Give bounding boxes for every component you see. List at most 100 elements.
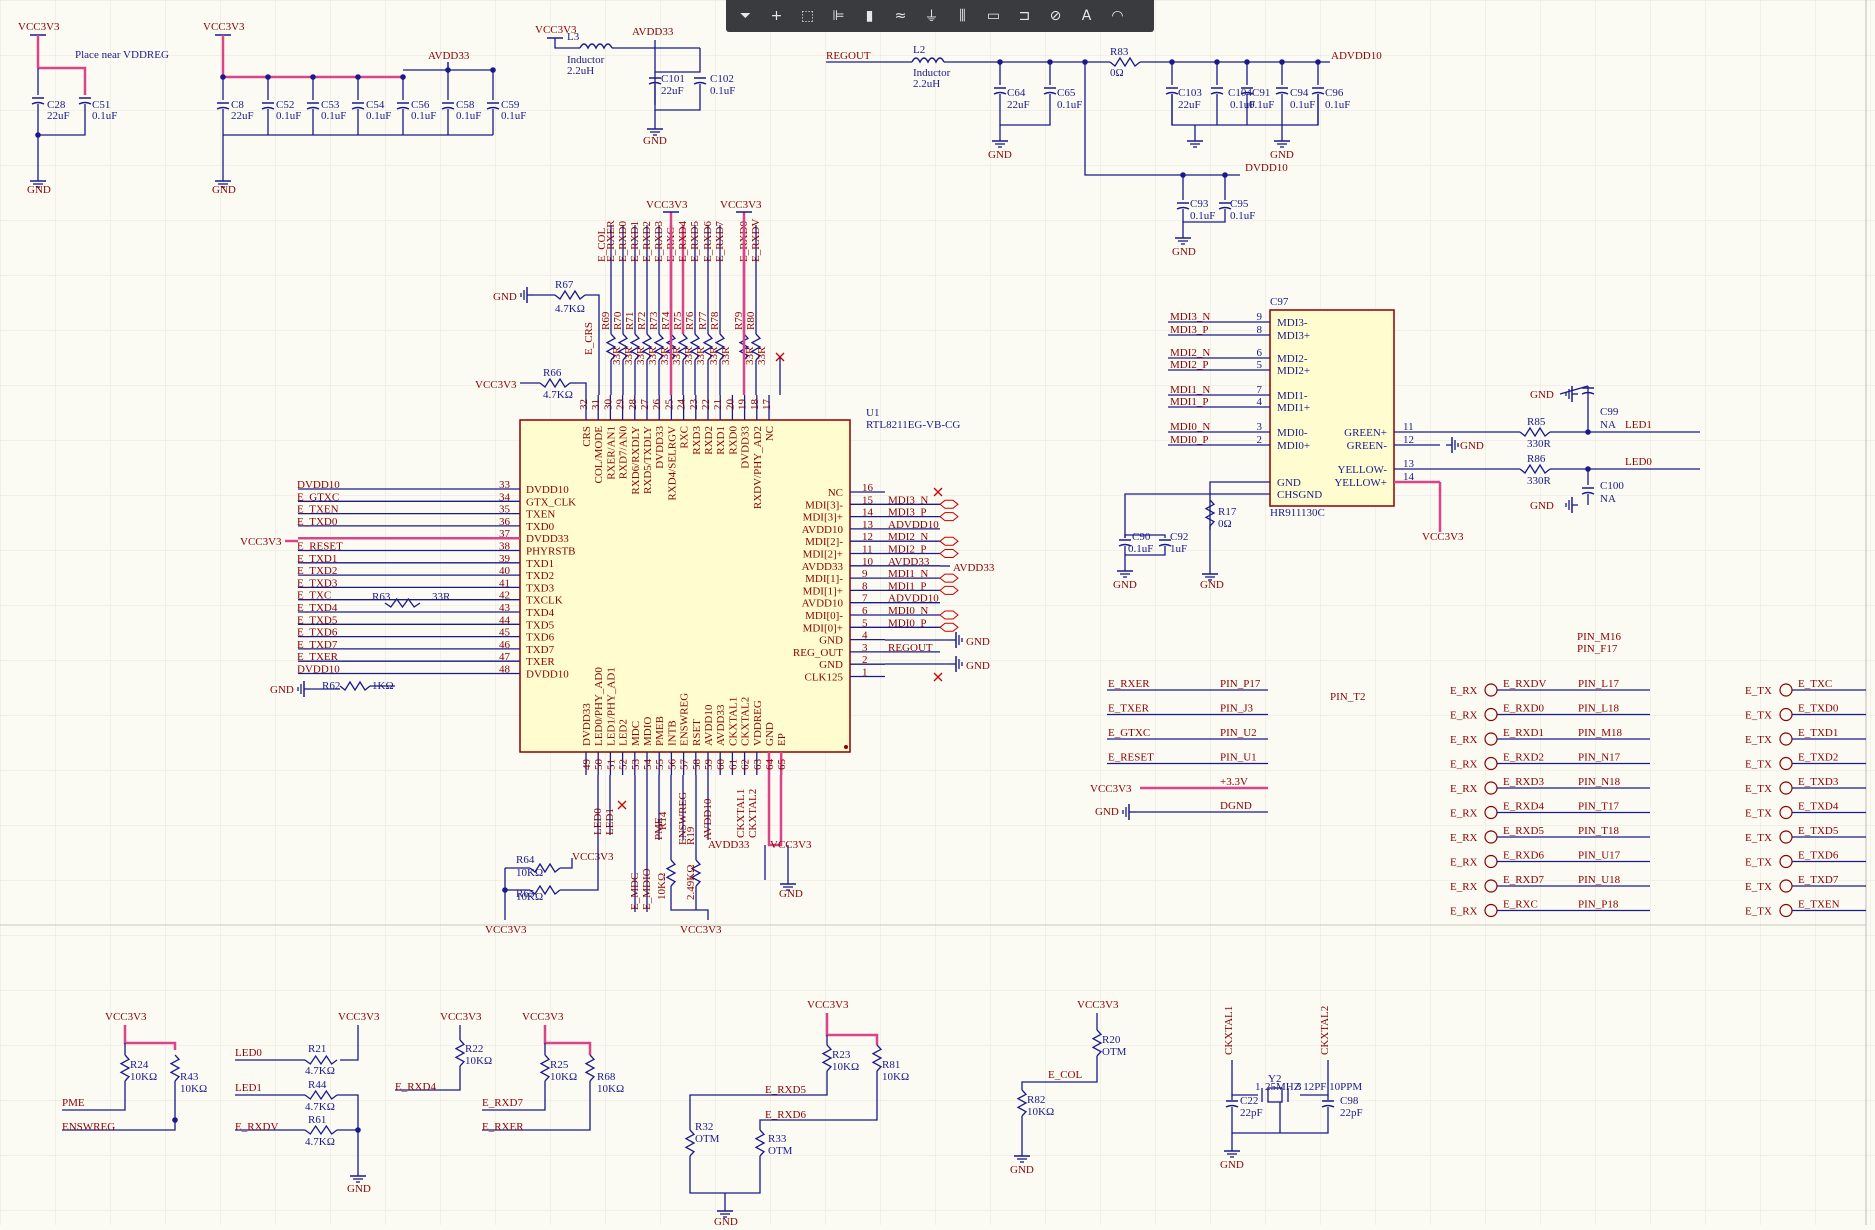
wire [395,1066,461,1091]
wire-icon[interactable]: ≈ [894,8,907,24]
net-label: MDI3_N [1170,311,1210,323]
wire [560,858,573,869]
netlabel-icon[interactable]: ⊐ [1018,8,1031,24]
net-label: E_RXER [1108,678,1150,690]
resistor-r81[interactable] [871,1044,883,1072]
pin-number: 23 [688,399,700,411]
resistor-r44[interactable] [304,1089,338,1101]
res-value: 10KΩ [656,873,668,900]
resistor-r61[interactable] [304,1124,338,1136]
resistor-r72[interactable] [641,333,653,361]
resistor-r24[interactable] [119,1054,131,1082]
resistor-r71[interactable] [629,333,641,361]
port-icon[interactable]: ▭ [986,8,1001,24]
offsheet-connector-icon[interactable] [939,536,959,546]
resistor-r25[interactable] [539,1054,551,1082]
filter-icon[interactable]: ⏷ [739,8,752,24]
select-rect-icon[interactable]: ⬚ [800,8,815,24]
resistor-r17[interactable] [1204,499,1216,527]
offsheet-connector-icon[interactable] [939,499,959,509]
align-icon[interactable]: ⊫ [832,8,845,24]
resistor-r80[interactable] [750,333,762,361]
resistor-r22[interactable] [454,1039,466,1067]
magjack-body[interactable] [1269,309,1395,507]
resistor-r66[interactable] [539,377,571,389]
junction-dot [1047,59,1053,65]
resistor-r33[interactable] [754,1129,766,1157]
no-erc-icon[interactable]: ⊘ [1049,8,1062,24]
ic-u1-body[interactable] [519,419,851,753]
pin-name: MDI[2]+ [803,549,843,561]
resistor-r63[interactable] [384,597,421,609]
resistor-r21[interactable] [304,1054,338,1066]
text-icon[interactable]: A [1081,8,1092,24]
arc-icon[interactable]: ◠ [1111,8,1124,24]
crystal-y2[interactable] [1267,1087,1283,1103]
offsheet-connector-icon[interactable] [939,573,959,583]
inductor-l2[interactable] [911,57,945,64]
net-label: E_TXD3 [1798,776,1839,788]
resistor-r76[interactable] [689,333,701,361]
cap-c52-plate [261,106,275,110]
resistor-r75[interactable] [677,333,689,361]
offsheet-connector-icon[interactable] [939,622,959,632]
label: R20 [1102,1034,1121,1046]
label: VCC3V3 [522,1011,564,1023]
label: R44 [308,1079,327,1091]
add-icon[interactable]: + [770,8,783,24]
label: R25 [550,1059,569,1071]
resistor-r86[interactable] [1519,463,1551,475]
label: R62 [322,680,340,692]
resistor-r67[interactable] [554,289,586,301]
resistor-r69[interactable] [605,333,617,361]
resistor-r65[interactable] [529,884,561,896]
resistor-r83[interactable] [1109,56,1141,68]
label: R82 [1027,1094,1045,1106]
net-label: CKXTAL2 [1319,1006,1331,1055]
bus-icon[interactable]: ⫼ [959,8,966,24]
label: GND [1270,149,1294,161]
cap-value: 0.1uF [411,110,436,122]
label: Inductor [913,67,951,79]
resistor-r70[interactable] [617,333,629,361]
label: 330R [1527,438,1552,450]
offsheet-connector-icon[interactable] [939,585,959,595]
label: 0Ω [1110,67,1124,79]
ground-icon[interactable]: ⏚ [924,9,939,25]
pin-label: PIN_U2 [1220,727,1257,739]
resistor-r74[interactable] [665,333,677,361]
resistor-r79[interactable] [738,333,750,361]
pin-number: 5 [1257,359,1263,371]
resistor-r73[interactable] [653,333,665,361]
offsheet-connector-icon[interactable] [939,549,959,558]
resistor-r14[interactable] [665,859,677,887]
component-icon[interactable]: ▮ [865,8,874,24]
resistor-r64[interactable] [529,862,561,874]
inductor-l3[interactable] [579,43,613,50]
resistor-r62[interactable] [339,680,371,692]
wire [38,66,87,95]
offsheet-connector-icon[interactable] [939,610,959,620]
capacitor-plate [1210,91,1224,95]
resistor-r19[interactable] [690,859,702,887]
resistor-r77[interactable] [702,333,714,361]
pin-name: GND [764,722,776,746]
resistor-r78[interactable] [714,333,726,361]
resistor-r43[interactable] [169,1054,181,1082]
resistor-r23[interactable] [821,1044,833,1072]
label: 0.1uF [1057,99,1082,111]
label: VCC3V3 [1422,531,1464,543]
capacitor-plate [1218,206,1232,210]
resistor-r85[interactable] [1519,426,1551,438]
pin-name: MDI[1]- [805,573,843,585]
resistor-r68[interactable] [584,1054,596,1082]
label: OTM [695,1133,720,1145]
resistor-r20[interactable] [1091,1029,1103,1057]
resistor-r32[interactable] [684,1129,696,1157]
offsheet-connector-icon[interactable] [939,512,959,522]
net-label: E_GTXC [297,491,339,503]
pin-name: LED2 [618,719,630,746]
resistor-r82[interactable] [1016,1089,1028,1117]
